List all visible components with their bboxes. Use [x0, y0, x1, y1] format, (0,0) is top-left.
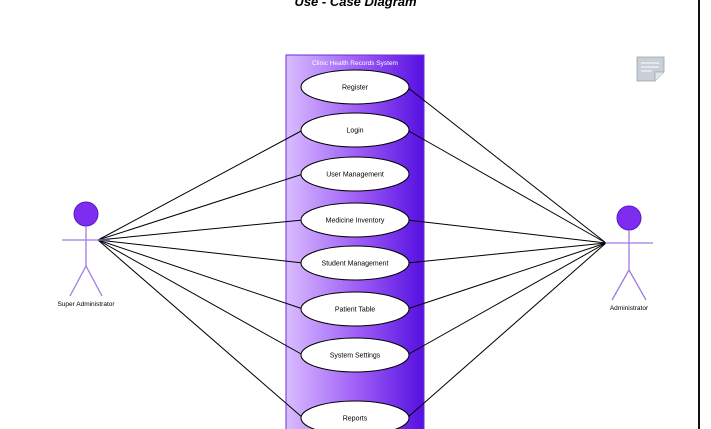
association-super-administrator-medicine-inventory: [97, 219, 304, 241]
association-administrator-medicine-inventory: [406, 219, 607, 244]
use-case-medicine-inventory[interactable]: Medicine Inventory: [300, 202, 410, 238]
association-super-administrator-patient-table: [97, 239, 304, 310]
use-case-user-management[interactable]: User Management: [300, 156, 410, 192]
association-super-administrator-student-management: [97, 239, 304, 264]
association-super-administrator-system-settings: [97, 239, 304, 356]
use-case-register[interactable]: Register: [300, 69, 410, 105]
association-administrator-system-settings: [406, 242, 607, 356]
use-case-label: Login: [346, 128, 363, 135]
use-case-login[interactable]: Login: [300, 112, 410, 148]
use-case-label: Reports: [343, 416, 368, 423]
association-administrator-reports: [406, 242, 607, 419]
use-case-student-management[interactable]: Student Management: [300, 245, 410, 281]
association-super-administrator-user-management: [97, 173, 304, 241]
association-administrator-patient-table: [406, 242, 607, 310]
actor-administrator[interactable]: Administrator: [605, 205, 653, 312]
actor-label-administrator: Administrator: [610, 305, 649, 312]
use-case-label: Medicine Inventory: [326, 218, 385, 225]
association-super-administrator-reports: [97, 239, 304, 419]
note-icon: [636, 56, 665, 82]
actor-head: [616, 205, 642, 231]
use-case-reports[interactable]: Reports: [300, 400, 410, 429]
association-administrator-login: [406, 129, 607, 244]
use-case-ellipse: [300, 156, 410, 192]
association-administrator-student-management: [406, 242, 607, 264]
use-case-patient-table[interactable]: Patient Table: [300, 291, 410, 327]
system-boundary: Clinic Health Records System: [285, 54, 425, 429]
use-case-ellipse: [300, 202, 410, 238]
actor-label-super-administrator: Super Administrator: [57, 301, 115, 308]
association-super-administrator-login: [97, 129, 304, 241]
actor-head: [73, 201, 99, 227]
use-case-label: Student Management: [322, 261, 389, 268]
use-case-label: User Management: [326, 172, 384, 179]
use-case-system-settings[interactable]: System Settings: [300, 337, 410, 373]
diagram-title: Use - Case Diagram: [294, 0, 417, 9]
association-administrator-register: [406, 86, 607, 244]
use-case-ellipse: [300, 337, 410, 373]
use-case-ellipse: [300, 291, 410, 327]
use-case-ellipse: [300, 245, 410, 281]
association-lines: [97, 86, 607, 419]
page-border: [698, 0, 700, 429]
actor-super-administrator[interactable]: Super Administrator: [57, 201, 115, 308]
use-case-label: Patient Table: [335, 307, 375, 314]
system-name: Clinic Health Records System: [312, 60, 398, 67]
use-case-label: System Settings: [330, 353, 381, 360]
use-case-ellipse: [300, 400, 410, 429]
use-case-label: Register: [342, 85, 369, 92]
use-case-ellipse: [300, 112, 410, 148]
use-case-ellipse: [300, 69, 410, 105]
